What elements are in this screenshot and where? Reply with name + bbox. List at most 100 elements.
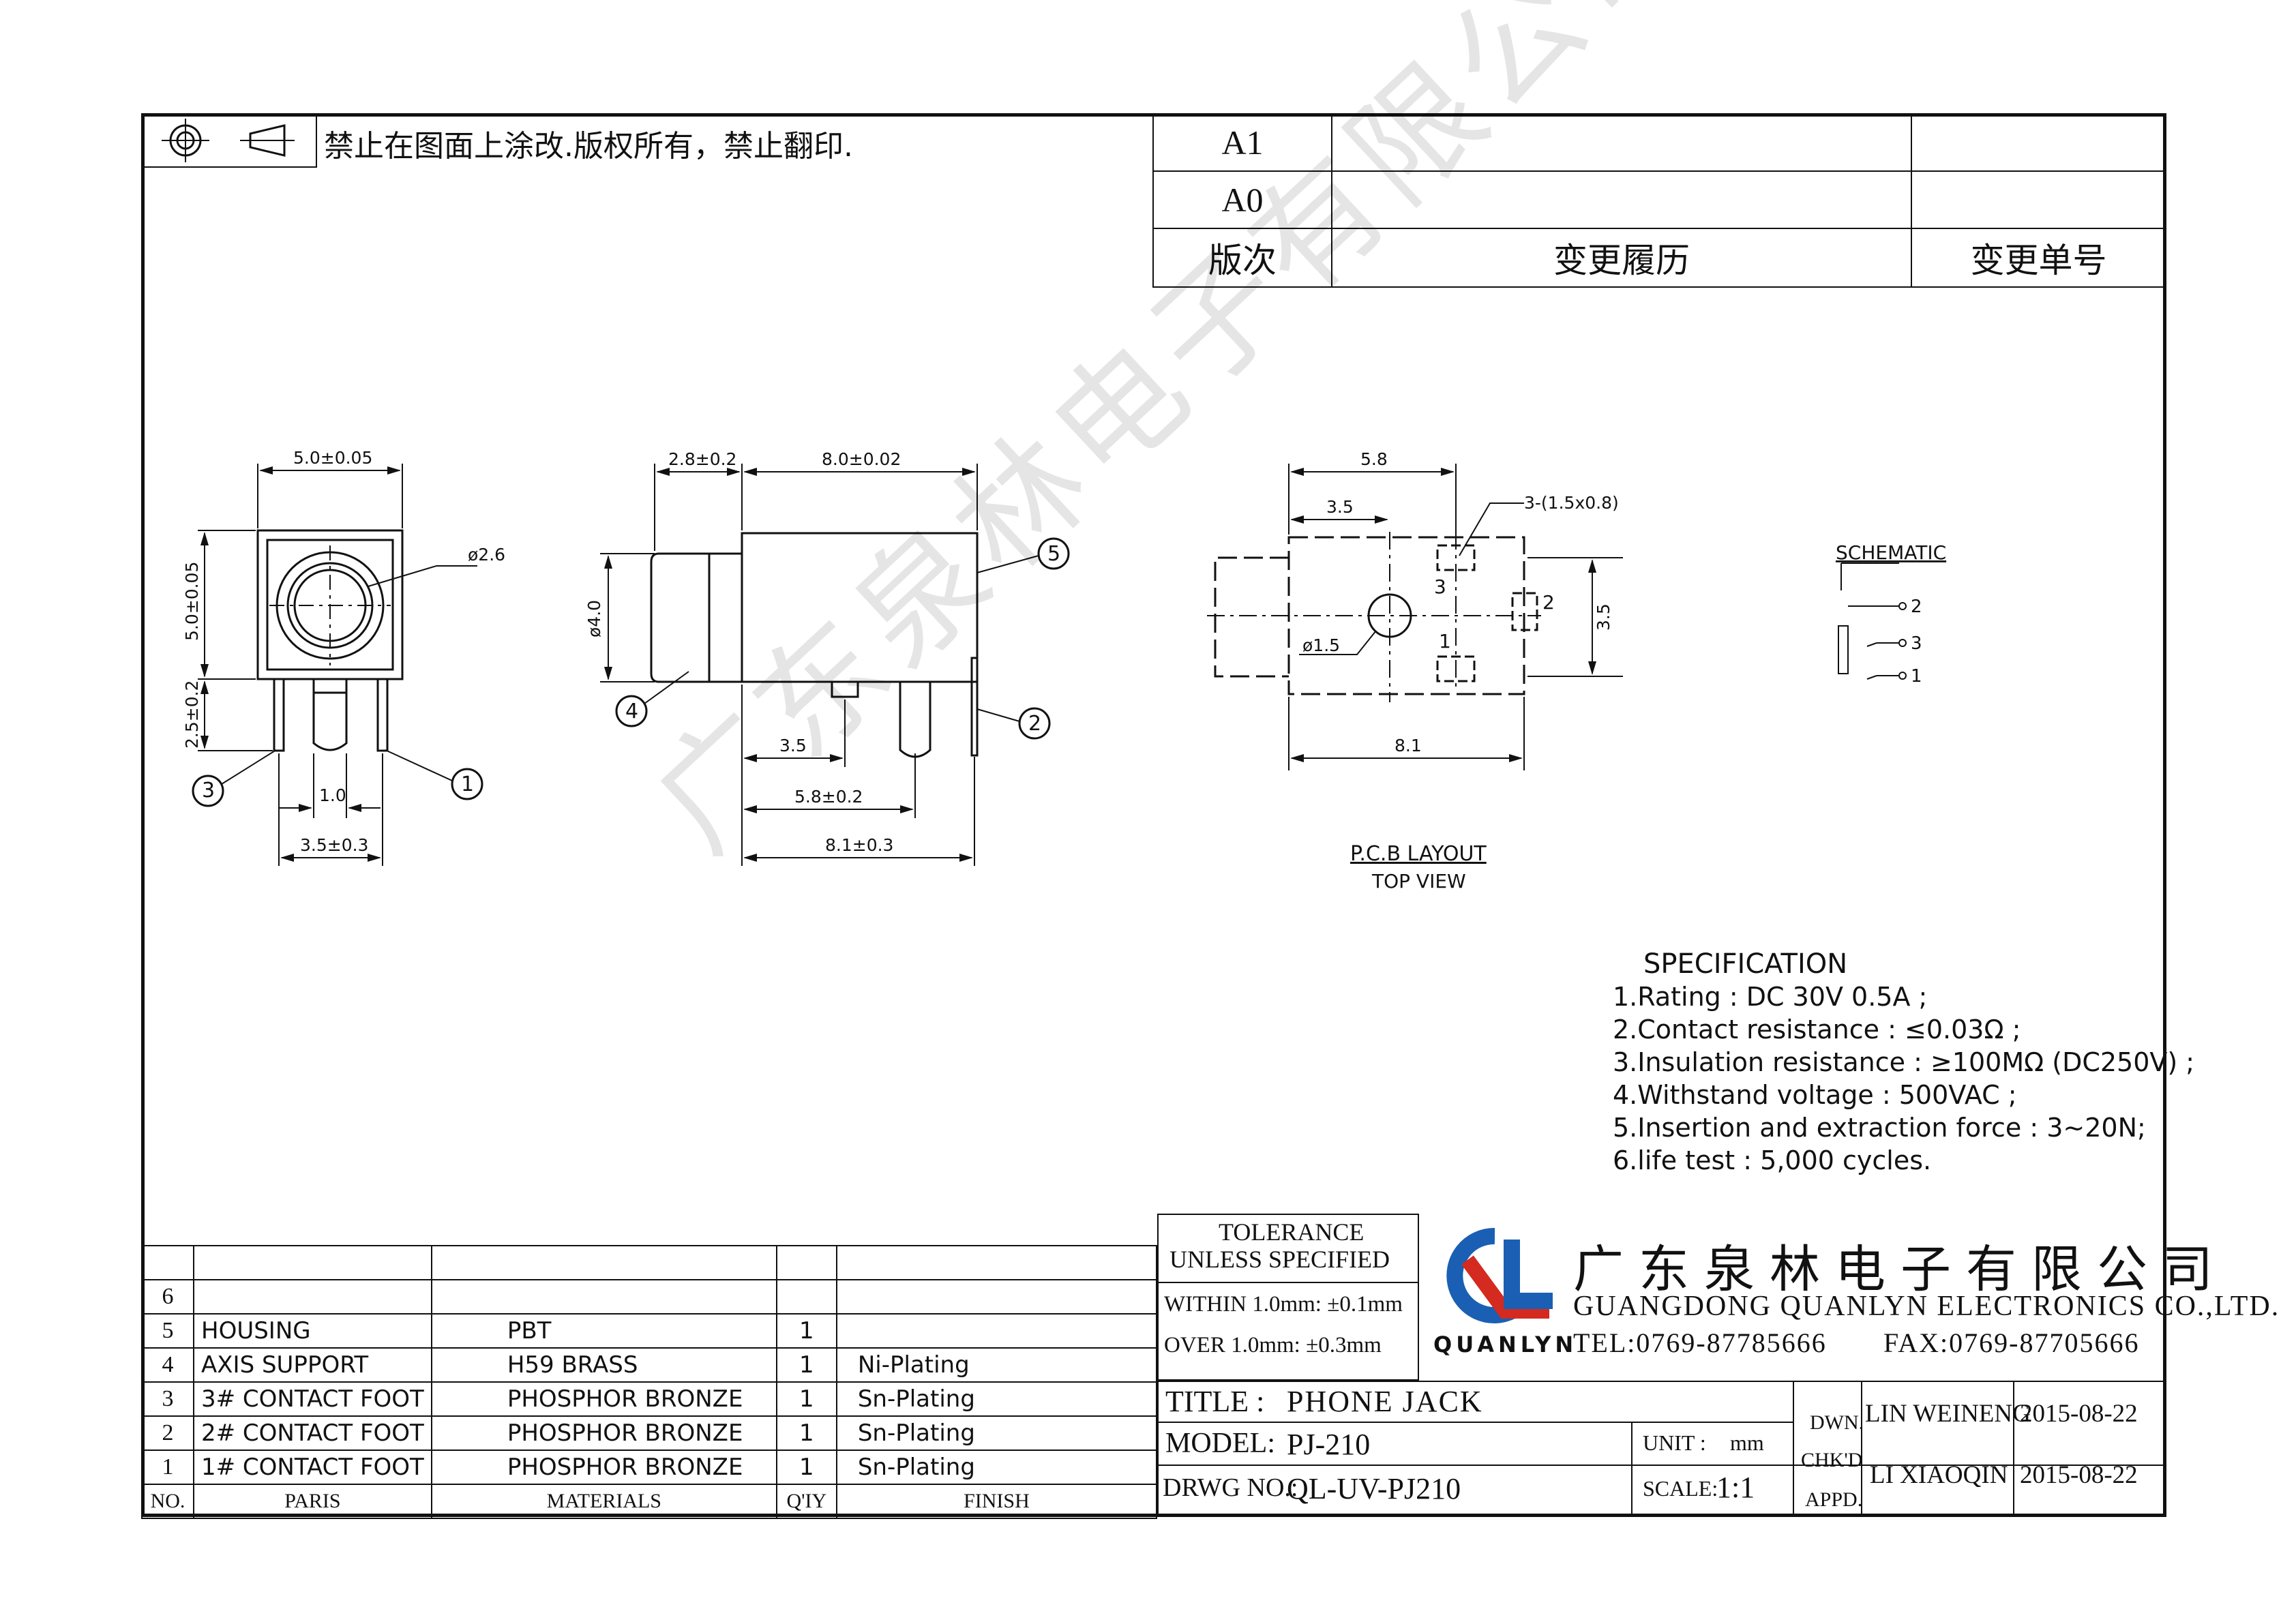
front-dim-diameter: ø2.6 bbox=[468, 545, 505, 565]
appd-label: APPD. bbox=[1805, 1488, 1863, 1511]
projection-symbol-icon bbox=[162, 119, 295, 162]
bom-material: PHOSPHOR BRONZE bbox=[430, 1415, 777, 1451]
bom-no: 3 bbox=[141, 1381, 194, 1417]
dwn-label: DWN. bbox=[1810, 1411, 1864, 1434]
bom-qty: 1 bbox=[775, 1313, 837, 1349]
bom-finish: Ni-Plating bbox=[835, 1347, 1158, 1383]
pcb-view bbox=[1207, 464, 1623, 770]
callout-1: 1 bbox=[461, 772, 474, 796]
side-dim-body: 8.0±0.02 bbox=[822, 449, 901, 469]
copyright-notice: 禁止在图面上涂改.版权所有，禁止翻印. bbox=[324, 129, 853, 164]
specification: SPECIFICATION 1.Rating : DC 30V 0.5A ; 2… bbox=[1613, 948, 2194, 1177]
pcb-pin-2: 2 bbox=[1542, 591, 1555, 614]
title-block: TOLERANCE UNLESS SPECIFIED WITHIN 1.0mm:… bbox=[1157, 1214, 2278, 1517]
drwg-label: DRWG NO.: bbox=[1163, 1473, 1298, 1502]
spec-item-6: 6.life test : 5,000 cycles. bbox=[1613, 1145, 1932, 1175]
grid-line-h1 bbox=[1157, 1422, 1793, 1423]
callout-2: 2 bbox=[1028, 712, 1041, 736]
grid-line-h2 bbox=[1157, 1465, 2166, 1466]
company-en: GUANGDONG QUANLYN ELECTRONICS CO.,LTD. bbox=[1573, 1291, 2280, 1322]
grid-line-v2 bbox=[1793, 1381, 1794, 1517]
bom-material: PHOSPHOR BRONZE bbox=[430, 1381, 777, 1417]
bom-finish bbox=[835, 1279, 1158, 1315]
side-view bbox=[600, 464, 1070, 866]
spec-item-2: 2.Contact resistance : ≤0.03Ω ; bbox=[1613, 1015, 2021, 1045]
scale-label: SCALE: bbox=[1643, 1476, 1718, 1501]
rev-header-history: 变更履历 bbox=[1331, 228, 1912, 288]
scale-value: 1:1 bbox=[1716, 1471, 1755, 1504]
tolerance-title: TOLERANCE bbox=[1219, 1218, 1365, 1246]
company-tel: TEL:0769-87785666 bbox=[1573, 1327, 1827, 1358]
rev-a1: A1 bbox=[1152, 113, 1332, 172]
bom-no: 5 bbox=[141, 1313, 194, 1349]
bom-row: 5 HOUSING PBT 1 bbox=[141, 1313, 1158, 1349]
tolerance-over: OVER 1.0mm: ±0.3mm bbox=[1164, 1333, 1382, 1357]
model-value: PJ-210 bbox=[1287, 1428, 1371, 1461]
front-dim-pin-gap: 1.0 bbox=[319, 785, 346, 805]
bom-row: 1 1# CONTACT FOOT PHOSPHOR BRONZE 1 Sn-P… bbox=[141, 1450, 1158, 1485]
spec-title: SPECIFICATION bbox=[1643, 948, 1848, 980]
bom-row: 4 AXIS SUPPORT H59 BRASS 1 Ni-Plating bbox=[141, 1347, 1158, 1383]
bom-no: 1 bbox=[141, 1450, 194, 1485]
pcb-dim-hole: ø1.5 bbox=[1302, 635, 1340, 655]
title-value: PHONE JACK bbox=[1287, 1385, 1483, 1418]
bom-material bbox=[430, 1279, 777, 1315]
projection-symbol-box bbox=[141, 113, 317, 168]
pcb-layout-title: P.C.B LAYOUT bbox=[1350, 842, 1487, 866]
bom-row: 6 bbox=[141, 1279, 1158, 1315]
bom-material: PBT bbox=[430, 1313, 777, 1349]
schematic bbox=[1838, 562, 1907, 680]
bom-qty: 1 bbox=[775, 1347, 837, 1383]
pcb-dim-right: 3.5 bbox=[1594, 603, 1613, 631]
logo-text: QUANLYN bbox=[1433, 1332, 1578, 1357]
side-dim-b: 5.8±0.2 bbox=[794, 787, 863, 807]
bom-row: 3 3# CONTACT FOOT PHOSPHOR BRONZE 1 Sn-P… bbox=[141, 1381, 1158, 1417]
bom-part: AXIS SUPPORT bbox=[193, 1347, 432, 1383]
bom-part: HOUSING bbox=[193, 1313, 432, 1349]
side-dim-nose: 2.8±0.2 bbox=[668, 449, 736, 469]
bom-qty: 1 bbox=[775, 1450, 837, 1485]
pcb-dim-bottom: 8.1 bbox=[1395, 736, 1422, 755]
company-cn: 广东泉林电子有限公司 bbox=[1573, 1240, 2228, 1299]
front-dim-height: 5.0±0.05 bbox=[182, 562, 202, 641]
model-label: MODEL: bbox=[1165, 1428, 1275, 1459]
rev-a0-number bbox=[1911, 170, 2166, 229]
pcb-layout-subtitle: TOP VIEW bbox=[1371, 870, 1466, 892]
dwn-date: 2015-08-22 bbox=[2020, 1400, 2138, 1428]
quanlyn-logo-icon bbox=[1446, 1227, 1553, 1323]
grid-line-v3 bbox=[1861, 1381, 1862, 1517]
chkd-label: CHK'D bbox=[1801, 1449, 1863, 1471]
schematic-pin-1: 1 bbox=[1911, 666, 1922, 687]
bom-header-no: NO. bbox=[141, 1484, 194, 1519]
bom-header-finish: FINISH bbox=[835, 1484, 1158, 1519]
spec-item-1: 1.Rating : DC 30V 0.5A ; bbox=[1613, 982, 1928, 1012]
tolerance-within: WITHIN 1.0mm: ±0.1mm bbox=[1164, 1292, 1403, 1317]
bom-qty: 1 bbox=[775, 1415, 837, 1451]
bom-finish bbox=[835, 1313, 1158, 1349]
bom-part: 2# CONTACT FOOT bbox=[193, 1415, 432, 1451]
bom-header-material: MATERIALS bbox=[430, 1484, 777, 1519]
unit-value: mm bbox=[1730, 1430, 1764, 1455]
bom-header-part: PARIS bbox=[193, 1484, 432, 1519]
bom-finish: Sn-Plating bbox=[835, 1381, 1158, 1417]
pcb-pin-3: 3 bbox=[1434, 575, 1446, 598]
side-dim-a: 3.5 bbox=[779, 736, 807, 755]
tolerance-sub: UNLESS SPECIFIED bbox=[1169, 1246, 1390, 1273]
front-dim-leg: 2.5±0.2 bbox=[182, 680, 202, 749]
bom-material: H59 BRASS bbox=[430, 1347, 777, 1383]
bom-part: 3# CONTACT FOOT bbox=[193, 1381, 432, 1417]
pcb-slot: 3-(1.5x0.8) bbox=[1524, 493, 1619, 513]
grid-line-v1 bbox=[1631, 1422, 1632, 1517]
rev-a0-history bbox=[1331, 170, 1912, 229]
bom-finish: Sn-Plating bbox=[835, 1450, 1158, 1485]
bom-qty bbox=[775, 1279, 837, 1315]
bom-table: 6 5 HOUSING PBT 1 4 AXIS SUPPORT H59 BRA… bbox=[141, 1245, 1158, 1519]
spec-item-4: 4.Withstand voltage : 500VAC ; bbox=[1613, 1080, 2017, 1110]
tolerance-divider bbox=[1157, 1282, 1419, 1283]
title-label: TITLE : bbox=[1165, 1385, 1265, 1418]
bom-part bbox=[193, 1279, 432, 1315]
company-fax: FAX:0769-87705666 bbox=[1883, 1327, 2140, 1358]
bom-no: 4 bbox=[141, 1347, 194, 1383]
pcb-dim-mid: 3.5 bbox=[1326, 497, 1354, 517]
